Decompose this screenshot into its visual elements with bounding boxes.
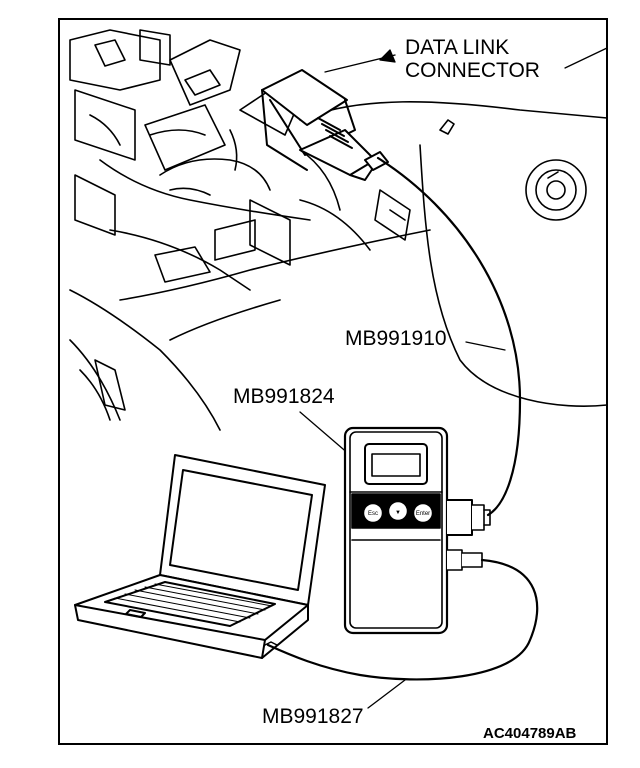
figure-frame bbox=[58, 18, 608, 745]
figure-code: AC404789AB bbox=[483, 725, 577, 742]
esc-button-label: Esc bbox=[368, 511, 378, 517]
data-link-connector-plug bbox=[261, 69, 389, 181]
down-button-label: ▼ bbox=[395, 510, 401, 516]
dashboard-underside-illustration bbox=[69, 29, 608, 431]
vci-device-buttons: Esc ▼ Enter bbox=[368, 510, 430, 517]
cable-mb991827 bbox=[266, 558, 539, 681]
cable-mb991910 bbox=[376, 156, 522, 517]
label-data-link-connector-line1: DATA LINK bbox=[405, 36, 510, 59]
vci-unit-mb991824 bbox=[343, 426, 491, 635]
label-data-link-connector-line2: CONNECTOR bbox=[405, 59, 540, 82]
leader-lines bbox=[299, 47, 608, 709]
label-cable-mb991827: MB991827 bbox=[262, 705, 364, 728]
label-cable-mb991910: MB991910 bbox=[345, 327, 447, 350]
label-vci-mb991824: MB991824 bbox=[233, 385, 335, 408]
enter-button-label: Enter bbox=[416, 511, 430, 517]
laptop bbox=[74, 454, 326, 659]
